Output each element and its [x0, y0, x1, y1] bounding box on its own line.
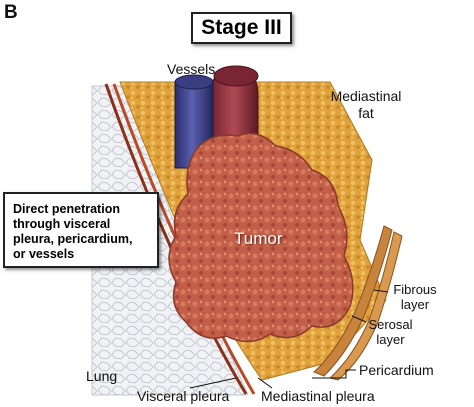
label-tumor: Tumor [234, 229, 283, 248]
label-line: layer [376, 332, 405, 347]
label-line: layer [400, 297, 430, 312]
leader-mediastinal-pleura [257, 377, 273, 389]
label-mediastinal-pleura: Mediastinal pleura [261, 388, 375, 404]
label-line: Serosal [368, 317, 413, 332]
panel-letter: B [4, 2, 18, 23]
callout-line: pleura, pericardium, [13, 232, 133, 246]
label-pericardium: Pericardium [359, 362, 434, 378]
stage-title: Stage III [191, 12, 292, 44]
pericardium-serosal-layer [328, 231, 403, 381]
label-line: Mediastinal [330, 88, 402, 104]
callout-line: through visceral [13, 217, 111, 231]
label-line: Fibrous [393, 282, 437, 297]
tumor-mass [168, 132, 354, 343]
label-serosal-layer: Serosal layer [363, 317, 418, 347]
label-vessels: Vessels [167, 61, 216, 77]
label-lung: Lung [86, 368, 118, 384]
red-vessel-opening [213, 65, 259, 87]
callout-line: or vessels [13, 247, 75, 261]
leader-serosal [351, 315, 367, 323]
leader-fibrous [373, 289, 389, 293]
leader-visceral [189, 377, 237, 389]
leader-pericardium [312, 369, 356, 379]
label-fibrous-layer: Fibrous layer [390, 282, 440, 312]
pericardium-fibrous-layer [313, 225, 393, 377]
callout-line: Direct penetration [13, 202, 120, 216]
callout-box: Direct penetration through visceral pleu… [3, 192, 159, 268]
label-mediastinal-fat: Mediastinal fat [326, 88, 406, 122]
blue-vessel-opening [174, 74, 214, 90]
label-visceral-pleura: Visceral pleura [137, 388, 230, 404]
label-line: fat [358, 105, 374, 121]
